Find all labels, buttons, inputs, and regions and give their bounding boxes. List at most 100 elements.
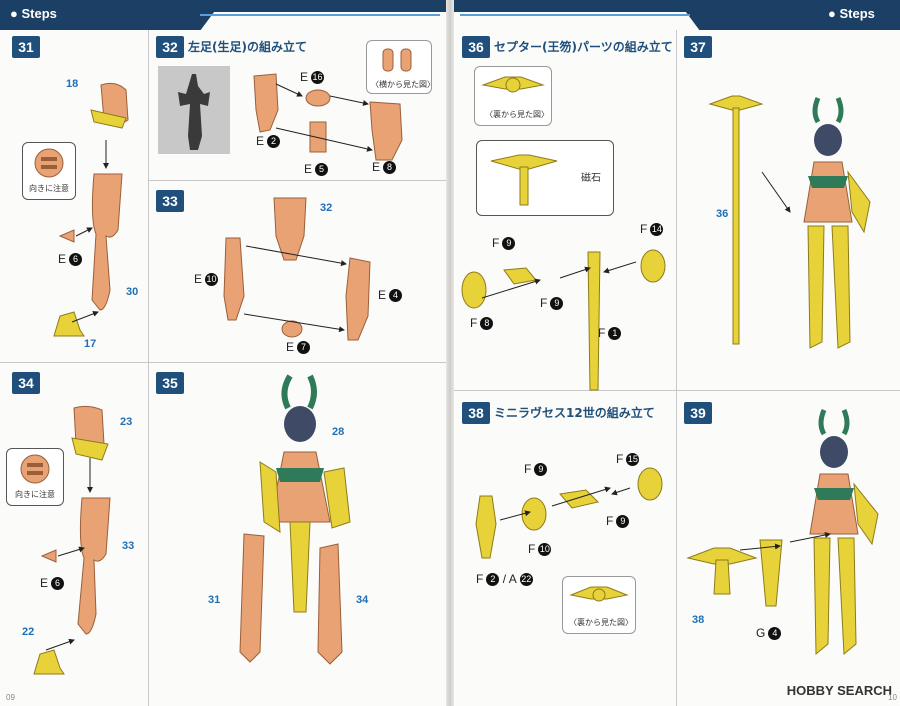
mini-figure-illustration (686, 547, 758, 595)
orientation-note: 向きに注意 (29, 184, 69, 193)
side-view-callout: 〈横から見た図〉 (366, 40, 435, 94)
boot-part-illustration (33, 649, 65, 675)
joint-icon (20, 454, 50, 484)
figure-assembly-illustration (239, 374, 351, 665)
step-38-number: 38 (462, 402, 490, 424)
tag-30: 30 (126, 286, 139, 298)
part-number: 10 (538, 543, 552, 557)
disc-part-illustration (637, 467, 663, 501)
part-letter: E (304, 162, 313, 176)
left-steps-label: ● Steps (10, 6, 57, 21)
step-38-title: ミニラヴセス12世の組み立て (494, 406, 655, 420)
part-number: 9 (616, 515, 630, 529)
boot-part-illustration (53, 311, 85, 337)
left-header-line (200, 14, 440, 16)
leg-part-illustration (91, 173, 123, 311)
part-letter: F (616, 452, 624, 466)
tag-23: 23 (120, 416, 133, 428)
part-letter: E (286, 340, 295, 354)
part-letter: E (256, 134, 265, 148)
right-page-number: 10 (888, 693, 897, 702)
left-steps-text: Steps (21, 6, 57, 21)
book-spine (446, 0, 454, 706)
part-letter: F (524, 462, 532, 476)
figure-with-scepter-illustration (803, 97, 871, 349)
tag-32: 32 (320, 202, 333, 214)
disc-part-illustration (640, 249, 666, 283)
divider (454, 390, 900, 391)
step-36-title: セプター(王笏)パーツの組み立て (494, 40, 673, 54)
part-number: 1 (608, 327, 622, 341)
tag-34: 34 (356, 594, 369, 606)
orientation-note: 向きに注意 (15, 490, 55, 499)
divider (148, 30, 149, 706)
part-letter: F (476, 572, 484, 586)
scepter-shaft-illustration (587, 251, 601, 391)
part-letter: E (58, 252, 67, 266)
small-part-illustration (40, 549, 57, 563)
part-number: 8 (480, 317, 494, 331)
orientation-callout: 向きに注意 (6, 448, 64, 506)
hair-part-illustration (90, 82, 129, 129)
leg-part-illustration (77, 497, 111, 635)
left-page-number: 09 (6, 693, 15, 702)
tag-18: 18 (66, 78, 79, 90)
shin-frame-illustration (223, 237, 245, 321)
part-letter: E (300, 70, 309, 84)
back-view-part (569, 586, 629, 602)
step-31-number: 31 (12, 36, 40, 58)
right-header-line (460, 14, 690, 16)
back-view-callout: 〈裏から見た図〉 (562, 576, 636, 634)
part-separator: / A (502, 572, 517, 586)
step-39-number: 39 (684, 402, 712, 424)
tag-31: 31 (208, 594, 221, 606)
part-letter: F (528, 542, 536, 556)
part-letter: F (492, 236, 500, 250)
part-number: 15 (626, 453, 640, 467)
part-number: 9 (502, 237, 516, 251)
back-view-note: 〈裏から見た図〉 (569, 618, 633, 627)
back-view-callout: 〈裏から見た図〉 (474, 66, 552, 126)
leg-parts-illustration (253, 73, 279, 133)
joint-part-illustration (305, 89, 331, 107)
part-letter: F (540, 296, 548, 310)
scepter-head-illustration (490, 154, 558, 206)
magnet-label: 磁石 (581, 173, 601, 184)
part-letter: F (470, 316, 478, 330)
wing-parts-illustration (461, 267, 537, 309)
mini-wing-parts-illustration (521, 489, 599, 531)
part-number: 16 (311, 71, 325, 85)
side-view-note: 〈横から見た図〉 (371, 80, 435, 89)
tag-36: 36 (716, 208, 729, 220)
hair-part-illustration (71, 405, 109, 461)
step-37-number: 37 (684, 36, 712, 58)
part-letter: G (756, 626, 766, 640)
knee-part-illustration (281, 320, 303, 338)
watermark: HOBBY SEARCH (786, 683, 892, 698)
orientation-callout: 向きに注意 (22, 142, 76, 200)
step-36-number: 36 (462, 36, 490, 58)
part-letter: F (606, 514, 614, 528)
step-33-number: 33 (156, 190, 184, 212)
part-number: 6 (69, 253, 83, 267)
part-number: 8 (383, 161, 397, 175)
divider (0, 362, 446, 363)
tag-38: 38 (692, 614, 705, 626)
back-view-part (481, 76, 545, 93)
side-view-part (382, 48, 412, 72)
scepter-part-illustration (759, 539, 783, 607)
